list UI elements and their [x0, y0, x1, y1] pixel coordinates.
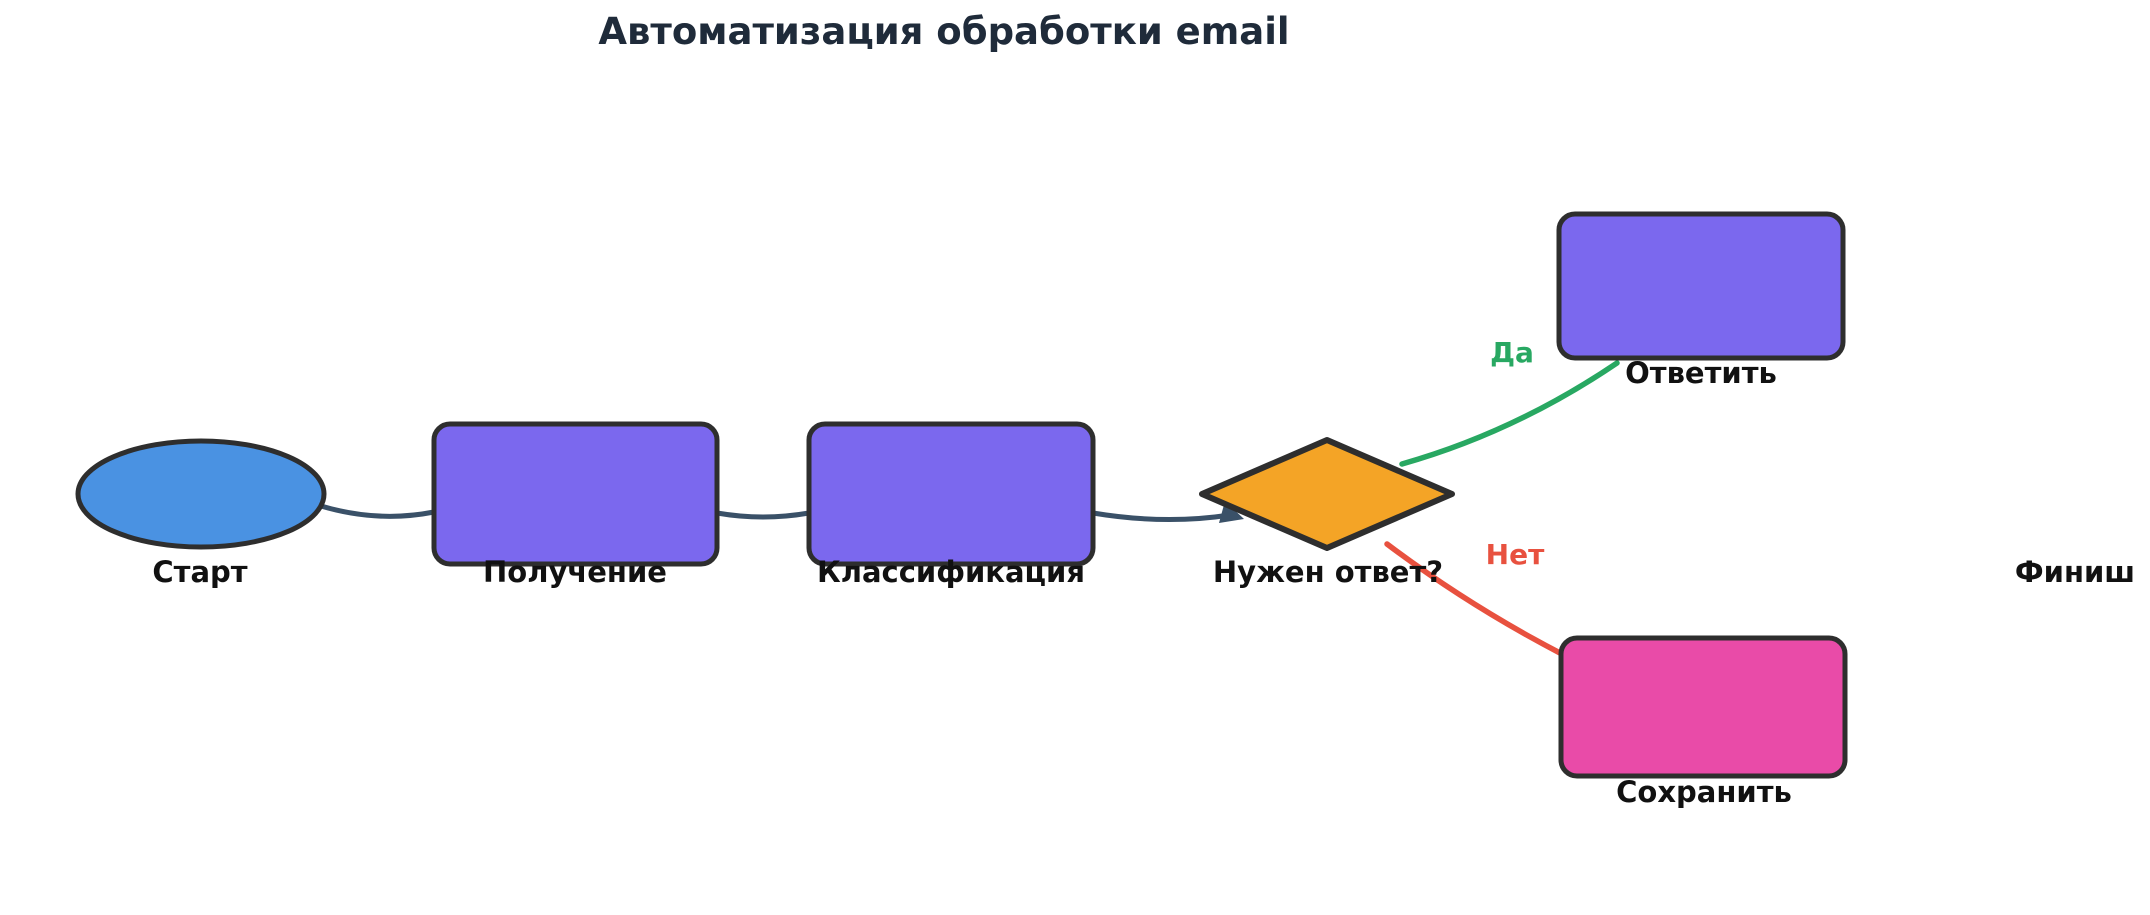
receive-node-box	[431, 421, 720, 567]
start-node-ellipse	[75, 438, 327, 550]
save-node-box	[1558, 635, 1848, 779]
reply-node-label: Ответить	[1625, 356, 1777, 390]
start-node-label: Старт	[152, 555, 247, 589]
edge-decision-reply-yes	[1399, 360, 1620, 467]
edge-classify-decision	[1090, 510, 1233, 523]
edge-receive-classify	[714, 510, 812, 520]
edge-label-no: Нет	[1486, 538, 1545, 571]
edge-start-receive	[318, 503, 437, 519]
save-node-label: Сохранить	[1616, 775, 1792, 809]
edge-label-yes: Да	[1490, 336, 1534, 369]
diagram-title: Автоматизация обработки email	[598, 10, 1289, 53]
classify-node-label: Классификация	[817, 555, 1085, 589]
finish-node-label: Финиш	[2015, 555, 2135, 589]
receive-node-label: Получение	[483, 555, 667, 589]
decision-node-diamond	[1199, 437, 1455, 551]
decision-node-label: Нужен ответ?	[1213, 555, 1443, 589]
edge-decision-save-no	[1384, 541, 1563, 656]
reply-node-box	[1556, 211, 1846, 361]
classify-node-box	[806, 421, 1096, 567]
